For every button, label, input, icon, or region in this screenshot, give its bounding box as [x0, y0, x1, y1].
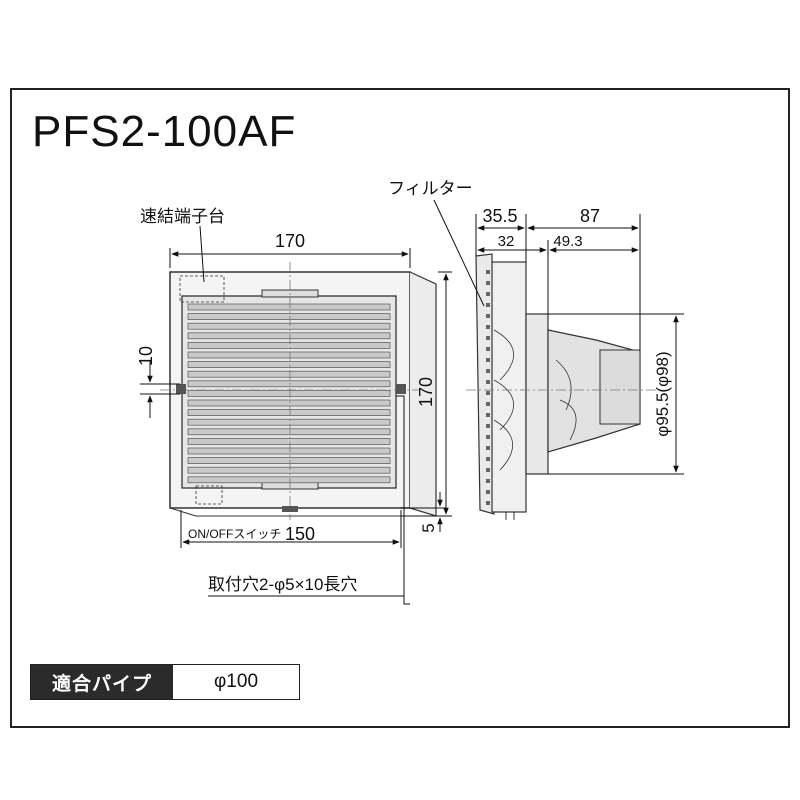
dim-height-right — [438, 271, 452, 517]
filter-tooth — [486, 435, 490, 439]
dim-depth-b: 49.3 — [553, 233, 582, 250]
filter-tooth — [486, 402, 490, 406]
louver-slat — [187, 351, 391, 359]
filter-tooth — [486, 479, 490, 483]
louver-slat — [187, 476, 391, 484]
louver-slat — [187, 380, 391, 388]
terminal-block-label: 速結端子台 — [140, 207, 225, 226]
filter-tooth — [486, 413, 490, 417]
filter-tooth — [486, 270, 490, 274]
dim-depth — [475, 214, 641, 352]
filter-tooth — [486, 303, 490, 307]
dim-bottom-5-label: 5 — [419, 523, 438, 532]
dim-duct-diameter — [548, 313, 684, 475]
louver-slat — [187, 418, 391, 426]
filter-tooth — [486, 468, 490, 472]
louver-slat — [187, 303, 391, 311]
filter-edge — [486, 270, 490, 505]
dim-depth-total-right: 87 — [580, 206, 600, 226]
louver-slat — [187, 466, 391, 474]
filter-tooth — [486, 292, 490, 296]
dim-depth-total-left: 35.5 — [482, 206, 517, 226]
filter-label: フィルター — [388, 179, 473, 198]
filter-tooth — [486, 281, 490, 285]
dim-left-10 — [140, 360, 180, 418]
louver-slat — [187, 370, 391, 378]
louver-slat — [187, 409, 391, 416]
dim-bottom-5 — [400, 492, 446, 532]
filter-tooth — [486, 369, 490, 373]
louver-slat — [187, 457, 391, 464]
dim-width-top — [169, 248, 411, 268]
louver-slat — [187, 332, 391, 340]
filter-tooth — [486, 380, 490, 384]
filter-tooth — [486, 424, 490, 428]
terminal-block-leader — [199, 225, 205, 283]
louver-slat — [187, 322, 391, 330]
filter-tooth — [486, 490, 490, 494]
louver-slat — [187, 342, 391, 349]
dim-left-10-label: 10 — [136, 346, 156, 366]
louver-slat — [187, 399, 391, 407]
onoff-switch-label: ON/OFFスイッチ — [188, 527, 281, 541]
filter-tooth — [486, 391, 490, 395]
filter-tooth — [486, 446, 490, 450]
louver-slat — [187, 447, 391, 455]
louver-slat — [187, 361, 391, 368]
mount-holes-leader — [396, 395, 410, 605]
louver-slat — [187, 313, 391, 320]
mount-holes — [176, 384, 406, 394]
dim-depth-a: 32 — [498, 233, 515, 250]
pipe-spec-label: 適合パイプ — [31, 665, 173, 699]
dim-duct-diameter-label: φ95.5(φ98) — [653, 351, 672, 436]
mount-holes-note: 取付穴2-φ5×10長穴 — [208, 575, 357, 594]
louver-slat — [187, 390, 391, 397]
dim-width-top-label: 170 — [275, 231, 305, 251]
pipe-spec-value: φ100 — [173, 665, 299, 699]
model-title: PFS2-100AF — [32, 107, 297, 156]
filter-tooth — [486, 336, 490, 340]
switch-marker — [282, 506, 298, 512]
louver-slat — [187, 428, 391, 436]
filter-tooth — [486, 314, 490, 318]
filter-leader — [433, 199, 485, 307]
dim-mount-pitch-label: 150 — [285, 524, 315, 544]
filter-tooth — [486, 347, 490, 351]
filter-tooth — [486, 501, 490, 505]
filter-tooth — [486, 358, 490, 362]
dim-height-right-label: 170 — [416, 377, 436, 407]
filter-tooth — [486, 325, 490, 329]
grille-louvers — [187, 303, 391, 484]
louver-slat — [187, 438, 391, 445]
pipe-spec-table: 適合パイプ φ100 — [30, 664, 300, 700]
side-view — [475, 253, 641, 520]
filter-tooth — [486, 457, 490, 461]
